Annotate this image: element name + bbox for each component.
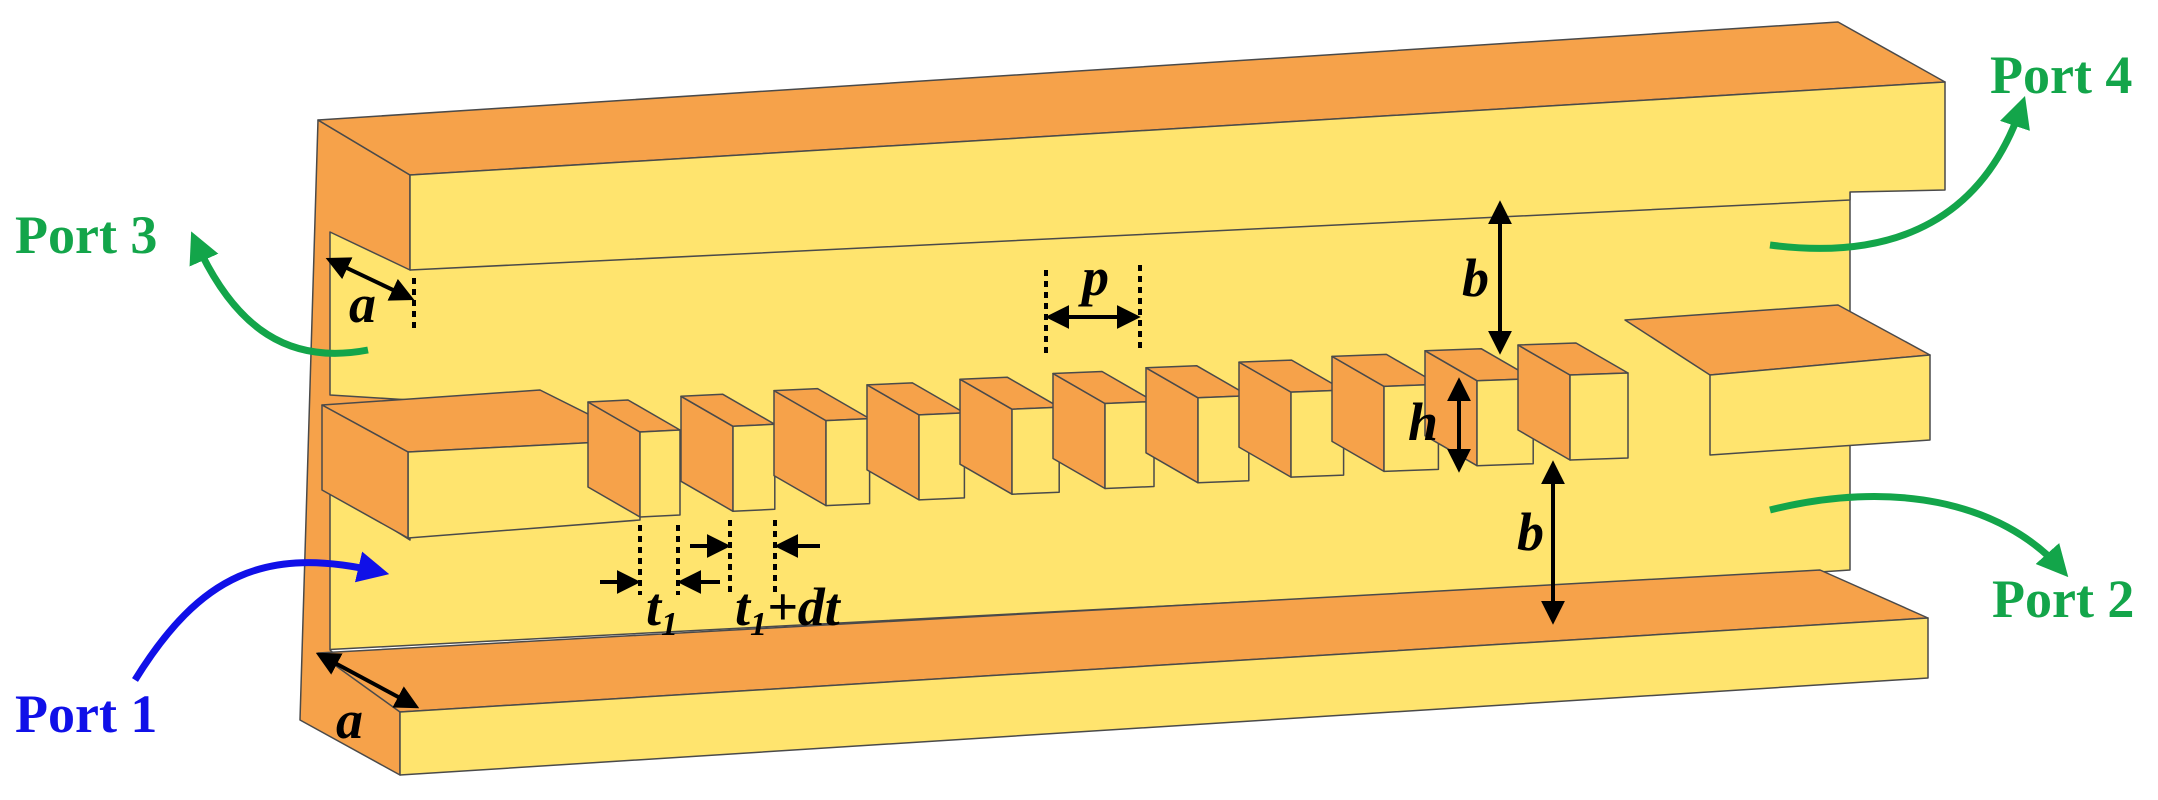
ridge-right-front xyxy=(1709,354,1931,456)
bottom-rail-front xyxy=(399,617,1929,776)
corrugation-pin xyxy=(1238,359,1345,478)
port1-label: Port 1 xyxy=(15,684,157,744)
t1-label: t1 xyxy=(646,577,678,643)
corrugation-pin xyxy=(587,399,681,518)
corrugation-pin xyxy=(1145,365,1250,484)
pin-front-face xyxy=(732,423,776,513)
corrugation-pin xyxy=(866,382,966,501)
port-labels: Port 3 Port 4 Port 2 Port 1 xyxy=(15,45,2134,744)
corrugation-pin xyxy=(680,393,776,513)
corrugation-pin xyxy=(959,376,1060,495)
pin-front-face xyxy=(1197,395,1250,484)
corrugation-pin xyxy=(1331,353,1440,473)
p-label: p xyxy=(1078,247,1109,307)
port4-arrow xyxy=(1769,96,2030,252)
b-bottom-label: b xyxy=(1517,502,1544,562)
ridge-left-side xyxy=(321,404,409,539)
corrugation-pin xyxy=(1517,342,1629,461)
pin-front-face xyxy=(639,429,681,518)
a-top-label: a xyxy=(349,274,376,334)
a-top-arrow xyxy=(325,257,415,301)
port3-label: Port 3 xyxy=(15,205,157,265)
t1dt-subscript: 1 xyxy=(750,606,767,643)
pin-front-face xyxy=(1569,372,1629,461)
t1dt-label: t1+dt xyxy=(735,577,842,643)
port1-arrow xyxy=(132,551,390,682)
t1-subscript: 1 xyxy=(661,606,678,643)
t1dt-symbol: t xyxy=(735,577,752,637)
port4-label: Port 4 xyxy=(1990,45,2132,105)
corrugation-pin xyxy=(1052,370,1155,490)
pin-front-face xyxy=(918,412,966,501)
corrugation-pin xyxy=(773,387,871,507)
pin-front-face xyxy=(825,417,871,507)
port2-label: Port 2 xyxy=(1992,569,2134,629)
pin-front-face xyxy=(1104,400,1155,490)
a-bottom-label: a xyxy=(336,690,363,750)
waveguide-body xyxy=(299,21,1946,776)
pin-front-face xyxy=(1011,406,1060,495)
dimension-marks xyxy=(315,200,1565,709)
b-top-label: b xyxy=(1462,248,1489,308)
port-arrows xyxy=(132,96,2069,682)
port3-arrow xyxy=(189,231,369,357)
t1dt-suffix: +dt xyxy=(767,577,842,637)
dimension-labels: a a b b p h t1 t1+dt xyxy=(336,247,1544,750)
pin-front-face xyxy=(1290,389,1345,478)
h-label: h xyxy=(1408,392,1438,452)
a-bottom-arrow xyxy=(315,652,420,709)
port2-arrow xyxy=(1769,493,2069,578)
corrugation-pins xyxy=(587,342,1629,518)
t1-symbol: t xyxy=(646,577,663,637)
